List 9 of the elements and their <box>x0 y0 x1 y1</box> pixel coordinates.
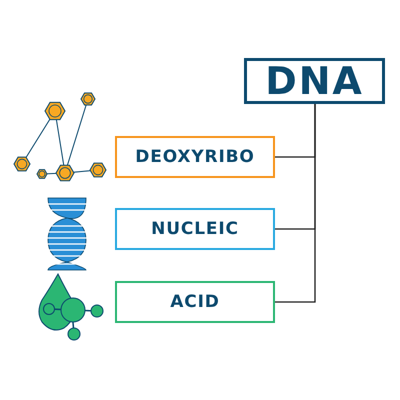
box-label: ACID <box>170 294 220 310</box>
box-label: NUCLEIC <box>151 220 239 238</box>
box-label: DEOXYRIBO <box>135 148 255 166</box>
label-box <box>244 58 385 104</box>
label-box <box>115 208 275 250</box>
label-box <box>115 281 275 323</box>
box-label: DNA <box>265 62 364 100</box>
connector-line <box>275 104 316 303</box>
label-box <box>115 136 275 178</box>
